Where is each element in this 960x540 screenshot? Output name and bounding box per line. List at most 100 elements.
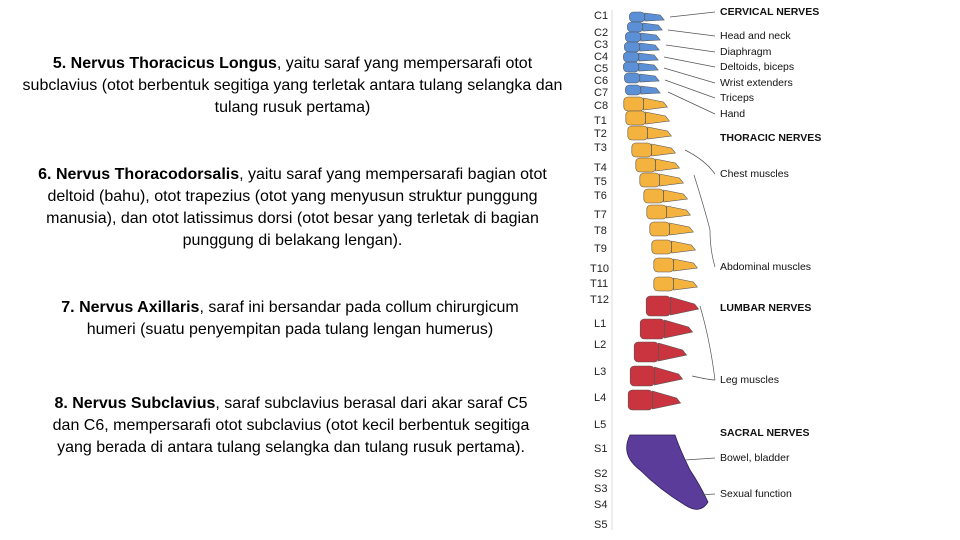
vertebra-t6 bbox=[639, 172, 660, 188]
leader-line bbox=[691, 375, 716, 381]
target-wrist-extenders: Wrist extenders bbox=[720, 77, 793, 89]
spinal-nerves-diagram: C1C2C3C4C5C6C7C8T1T2T3T4T5T6T7T8T9T10T11… bbox=[590, 6, 821, 531]
vertebra-c7 bbox=[624, 72, 641, 84]
leader-line bbox=[699, 305, 716, 381]
vertebra-l4 bbox=[629, 365, 655, 387]
target-head-and-neck: Head and neck bbox=[720, 30, 791, 42]
leader-line bbox=[664, 79, 716, 99]
vertebra-label-c3: C3 bbox=[594, 39, 608, 51]
vertebra-process-t2 bbox=[645, 111, 670, 125]
vertebra-label-t9: T9 bbox=[594, 243, 607, 255]
vertebra-label-c2: C2 bbox=[594, 27, 608, 39]
vertebra-t10 bbox=[651, 239, 672, 255]
paragraph-text: , yaitu saraf yang mempersarafi otot sub… bbox=[22, 55, 563, 116]
vertebra-process-c6 bbox=[638, 62, 659, 72]
vertebra-l2 bbox=[639, 318, 665, 340]
leader-line bbox=[665, 44, 716, 53]
vertebra-label-c4: C4 bbox=[594, 51, 608, 63]
vertebra-t7 bbox=[643, 188, 664, 204]
vertebra-l3 bbox=[633, 341, 659, 363]
vertebra-t4 bbox=[631, 142, 652, 158]
vertebra-label-s2: S2 bbox=[594, 468, 607, 480]
vertebra-process-l4 bbox=[654, 366, 684, 386]
vertebra-c6 bbox=[623, 61, 640, 73]
vertebra-process-t7 bbox=[663, 189, 688, 203]
vertebra-label-t1: T1 bbox=[594, 115, 607, 127]
vertebra-l1 bbox=[645, 295, 671, 317]
vertebra-process-c2 bbox=[642, 22, 663, 32]
vertebra-t9 bbox=[649, 221, 670, 237]
vertebra-label-t5: T5 bbox=[594, 176, 607, 188]
lumbar-nerves-header: LUMBAR NERVES bbox=[720, 302, 811, 314]
vertebra-t5 bbox=[635, 157, 656, 173]
leader-line bbox=[663, 67, 716, 84]
vertebra-process-t12 bbox=[673, 277, 698, 291]
vertebra-label-l3: L3 bbox=[594, 366, 606, 378]
target-sexual-function: Sexual function bbox=[720, 488, 792, 500]
vertebra-t11 bbox=[653, 257, 674, 273]
vertebra-label-t4: T4 bbox=[594, 162, 607, 174]
vertebra-process-l1 bbox=[670, 296, 700, 316]
vertebra-process-t10 bbox=[671, 240, 696, 254]
vertebra-process-t6 bbox=[659, 173, 684, 187]
vertebra-label-c1: C1 bbox=[594, 10, 608, 22]
vertebra-process-c7 bbox=[639, 73, 660, 83]
vertebra-process-t4 bbox=[651, 143, 676, 157]
vertebra-label-t2: T2 bbox=[594, 128, 607, 140]
target-chest-muscles: Chest muscles bbox=[720, 168, 789, 180]
paragraph-text: , saraf ini bersandar pada collum chirur… bbox=[86, 299, 519, 338]
leader-line bbox=[669, 11, 716, 18]
paragraph-title: 7. Nervus Axillaris bbox=[61, 299, 200, 316]
vertebra-label-s4: S4 bbox=[594, 499, 607, 511]
vertebra-label-t6: T6 bbox=[594, 190, 607, 202]
vertebra-process-c5 bbox=[638, 52, 659, 62]
vertebra-label-l2: L2 bbox=[594, 339, 606, 351]
paragraph-nervus-axillaris: 7. Nervus Axillaris, saraf ini bersandar… bbox=[40, 297, 540, 341]
sacrum-shape bbox=[626, 434, 709, 510]
vertebra-process-t5 bbox=[655, 158, 680, 172]
vertebra-process-t1 bbox=[643, 97, 668, 111]
vertebra-process-c1 bbox=[644, 12, 665, 22]
vertebra-process-c8 bbox=[640, 85, 661, 95]
target-diaphragm: Diaphragm bbox=[720, 46, 772, 58]
vertebra-process-t8 bbox=[666, 205, 691, 219]
vertebra-t2 bbox=[625, 110, 646, 126]
vertebra-process-t9 bbox=[669, 222, 694, 236]
paragraph-nervus-thoracodorsalis: 6. Nervus Thoracodorsalis, yaitu saraf y… bbox=[20, 164, 565, 252]
vertebra-label-s5: S5 bbox=[594, 519, 607, 531]
leader-line bbox=[667, 91, 716, 115]
paragraph-title: 6. Nervus Thoracodorsalis bbox=[38, 166, 240, 183]
vertebra-label-c8: C8 bbox=[594, 100, 608, 112]
paragraph-title: 5. Nervus Thoracicus Longus bbox=[52, 55, 277, 72]
cervical-nerves-header: CERVICAL NERVES bbox=[720, 6, 819, 18]
vertebra-t12 bbox=[653, 276, 674, 292]
leader-line bbox=[684, 149, 716, 175]
vertebra-c2 bbox=[627, 21, 644, 33]
paragraph-text: , saraf subclavius berasal dari akar sar… bbox=[52, 395, 530, 456]
target-triceps: Triceps bbox=[720, 92, 754, 104]
sacral-nerves-header: SACRAL NERVES bbox=[720, 427, 809, 439]
vertebra-label-l1: L1 bbox=[594, 318, 606, 330]
vertebra-label-c7: C7 bbox=[594, 87, 608, 99]
leader-line bbox=[663, 56, 716, 68]
vertebra-label-l5: L5 bbox=[594, 419, 606, 431]
vertebra-process-c3 bbox=[640, 32, 661, 42]
vertebra-label-c6: C6 bbox=[594, 75, 608, 87]
vertebra-process-l5 bbox=[652, 390, 682, 410]
target-abdominal-muscles: Abdominal muscles bbox=[720, 261, 811, 273]
vertebra-label-s1: S1 bbox=[594, 443, 607, 455]
thoracic-nerves-header: THORACIC NERVES bbox=[720, 132, 821, 144]
vertebra-label-c5: C5 bbox=[594, 63, 608, 75]
vertebra-c3 bbox=[625, 31, 642, 43]
target-bowel-bladder: Bowel, bladder bbox=[720, 452, 790, 464]
leader-line bbox=[684, 457, 716, 461]
vertebra-label-s3: S3 bbox=[594, 483, 607, 495]
vertebra-c1 bbox=[629, 11, 646, 23]
vertebra-process-t3 bbox=[647, 126, 672, 140]
vertebra-c5 bbox=[623, 51, 640, 63]
target-deltoids-biceps: Deltoids, biceps bbox=[720, 61, 794, 73]
vertebra-label-t3: T3 bbox=[594, 142, 607, 154]
vertebra-l5 bbox=[627, 389, 653, 411]
vertebra-process-l2 bbox=[664, 319, 694, 339]
target-leg-muscles: Leg muscles bbox=[720, 374, 779, 386]
